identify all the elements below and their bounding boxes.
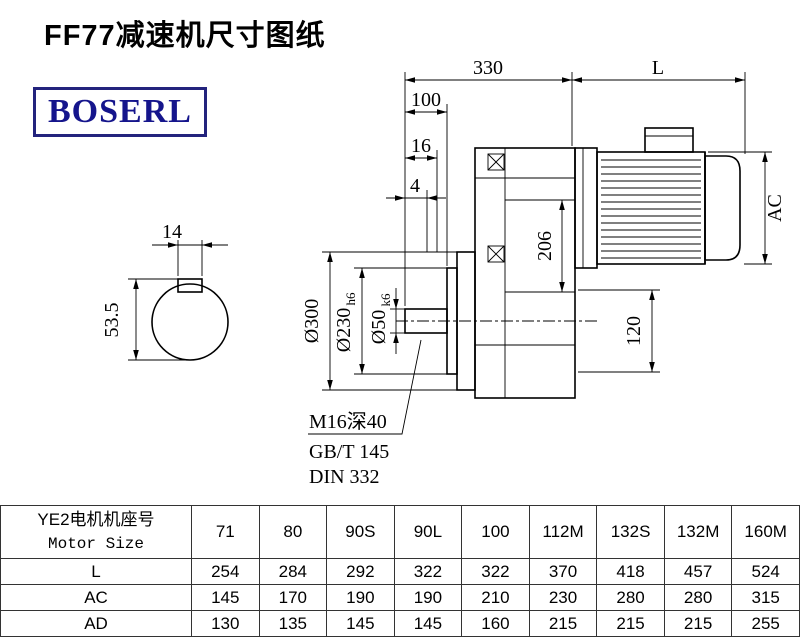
table-header-row: YE2电机机座号 Motor Size 71 80 90S 90L 100 11… [0,505,800,559]
motor-size-cell: 71 [191,505,260,559]
reducer-dimension-drawing: 14 53.5 [101,57,786,488]
motor-size-cell: 80 [258,505,328,559]
note-din-standard: DIN 332 [309,466,380,488]
dim-shaft-diameter: Ø50 [368,310,390,344]
dim-value-cell: 370 [528,558,598,585]
dim-flange-diameter: Ø300 [301,299,323,343]
dim-value-cell: 230 [528,584,598,611]
dim-value-cell: 322 [393,558,463,585]
dim-value-cell: 315 [731,584,800,611]
motor-body [596,151,706,265]
reducer-side-view [396,127,741,399]
motor-size-cell: 90S [326,505,395,559]
shaft-cross-section [151,283,229,361]
dim-206: 206 [534,231,556,261]
tapped-hole-leader-line [308,339,422,435]
note-gb-standard: GB/T 145 [309,441,389,463]
housing-details [475,148,575,398]
dim-value-cell: 190 [326,584,395,611]
dim-value-cell: 210 [461,584,530,611]
dim-value-cell: 170 [258,584,328,611]
dim-330: 330 [473,57,503,79]
motor-fan-cover [704,155,741,261]
oil-plug-icon [487,245,505,263]
dim-value-cell: 190 [393,584,463,611]
dim-4: 4 [410,175,420,197]
dim-spigot-tolerance: h6 [343,292,358,306]
motor-size-cell: 90L [393,505,463,559]
dimension-table: YE2电机机座号 Motor Size 71 80 90S 90L 100 11… [0,505,800,637]
dim-16: 16 [411,135,431,157]
dim-value-cell: 284 [258,558,328,585]
dim-shaft-keyway-height: 53.5 [101,303,123,338]
motor-size-cell: 132S [596,505,665,559]
note-tapped-hole: M16深40 [309,410,387,433]
dim-keyway-width: 14 [162,221,182,243]
dimension-lines [308,72,772,435]
motor-size-header-cell: YE2电机机座号 Motor Size [0,505,192,559]
shaft-end-dimension-lines [128,240,228,361]
motor-adapter-flange [574,147,598,269]
dimension-labels: 330 L 100 16 4 Ø300 Ø230 h6 Ø50 k6 AC 20… [301,57,786,488]
motor-size-label-cn: YE2电机机座号 [37,510,155,529]
row-label-cell: AC [0,584,192,611]
motor-cooling-fins [601,159,701,259]
motor-size-cell: 112M [528,505,598,559]
dim-value-cell: 292 [326,558,395,585]
motor-size-label-en: Motor Size [47,535,144,553]
dim-value-cell: 524 [731,558,800,585]
dim-value-cell: 457 [663,558,733,585]
table-row-AC: AC 145 170 190 190 210 230 280 280 315 [0,584,800,611]
dim-value-cell: 322 [461,558,530,585]
motor-size-cell: 100 [461,505,530,559]
dim-AC: AC [764,194,786,222]
dim-value-cell: 254 [191,558,260,585]
boserl-logo: BOSERL [33,87,207,137]
motor-terminal-box [644,127,694,153]
gear-housing [474,147,576,399]
dim-value-cell: 145 [191,584,260,611]
table-row-L: L 254 284 292 322 322 370 418 457 524 [0,558,800,585]
dim-120: 120 [623,316,645,346]
dim-100: 100 [411,89,441,111]
dim-L: L [652,57,664,79]
row-label-cell: L [0,558,192,585]
motor-size-cell: 132M [663,505,733,559]
dim-value-cell: 280 [663,584,733,611]
dim-spigot-diameter: Ø230 [333,308,355,352]
boserl-logo-text: BOSERL [48,93,192,130]
motor-size-cell: 160M [731,505,800,559]
output-shaft-end-view: 14 53.5 [101,221,229,361]
dim-value-cell: 418 [596,558,665,585]
keyway [177,278,203,293]
oil-plug-icon [487,153,505,171]
page-title: FF77减速机尺寸图纸 [44,20,326,52]
dim-value-cell: 280 [596,584,665,611]
dim-shaft-tolerance: k6 [378,293,393,307]
